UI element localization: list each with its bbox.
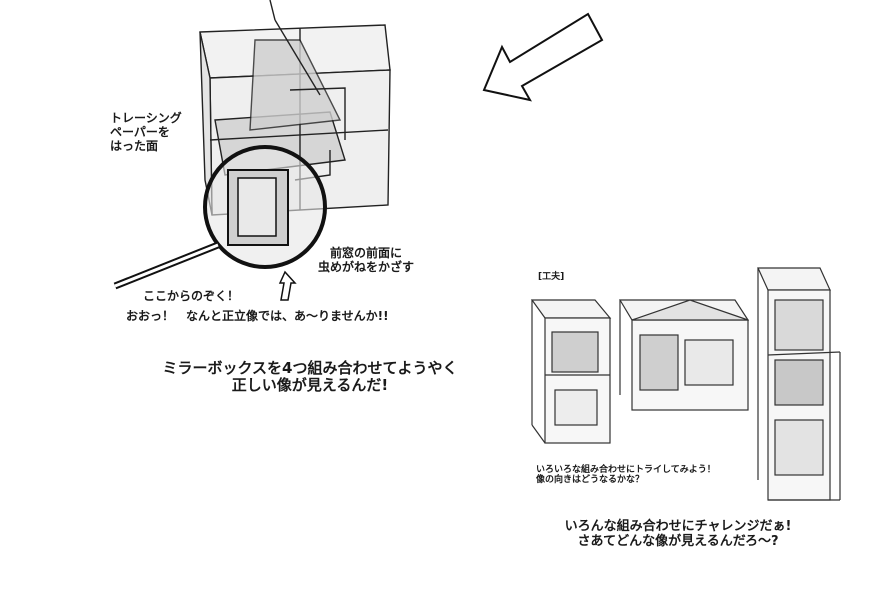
tracing-label-line-3: はった面 — [110, 138, 159, 153]
try-label-line-2: 像の向きはどうなるかな？ — [536, 475, 645, 486]
magnifier-label-line-1: 前窓の前面に — [330, 246, 403, 260]
arrow-outline-icon — [482, 12, 604, 102]
try-label: いろいろな組み合わせにトライしてみよう！ 像の向きはどうなるかな？ — [536, 465, 716, 486]
magnifier-label: 前窓の前面に 虫めがねをかざす — [318, 246, 415, 275]
peek-label: ここからのぞく！ — [143, 289, 240, 303]
tracing-paper-label: トレーシング ペーパーを はった面 — [110, 111, 182, 153]
try-label-line-1: いろいろな組み合わせにトライしてみよう！ — [536, 465, 716, 475]
right-caption-line-1: いろんな組み合わせにチャレンジだぁ! — [564, 519, 792, 534]
left-caption-line-2: 正しい像が見えるんだ! — [231, 376, 389, 395]
tracing-label-line-1: トレーシング — [110, 111, 182, 125]
left-caption: ミラーボックスを4つ組み合わせてようやく 正しい像が見えるんだ! — [150, 359, 470, 395]
right-caption: いろんな組み合わせにチャレンジだぁ! さあてどんな像が見えるんだろ〜? — [548, 519, 808, 550]
left-caption-line-1: ミラーボックスを4つ組み合わせてようやく — [162, 359, 458, 377]
right-caption-line-2: さあてどんな像が見えるんだろ〜? — [577, 533, 779, 549]
kufu-tag: [工夫] — [538, 272, 565, 282]
up-arrow-icon — [278, 270, 297, 301]
combination-boxes — [530, 267, 841, 501]
magnifier-label-line-2: 虫めがねをかざす — [318, 259, 415, 274]
tracing-label-line-2: ペーパーを — [110, 124, 170, 139]
magnifier-icon — [113, 145, 327, 290]
wow-label: おおっ！ なんと正立像では、あ〜りませんか!! — [126, 309, 389, 323]
